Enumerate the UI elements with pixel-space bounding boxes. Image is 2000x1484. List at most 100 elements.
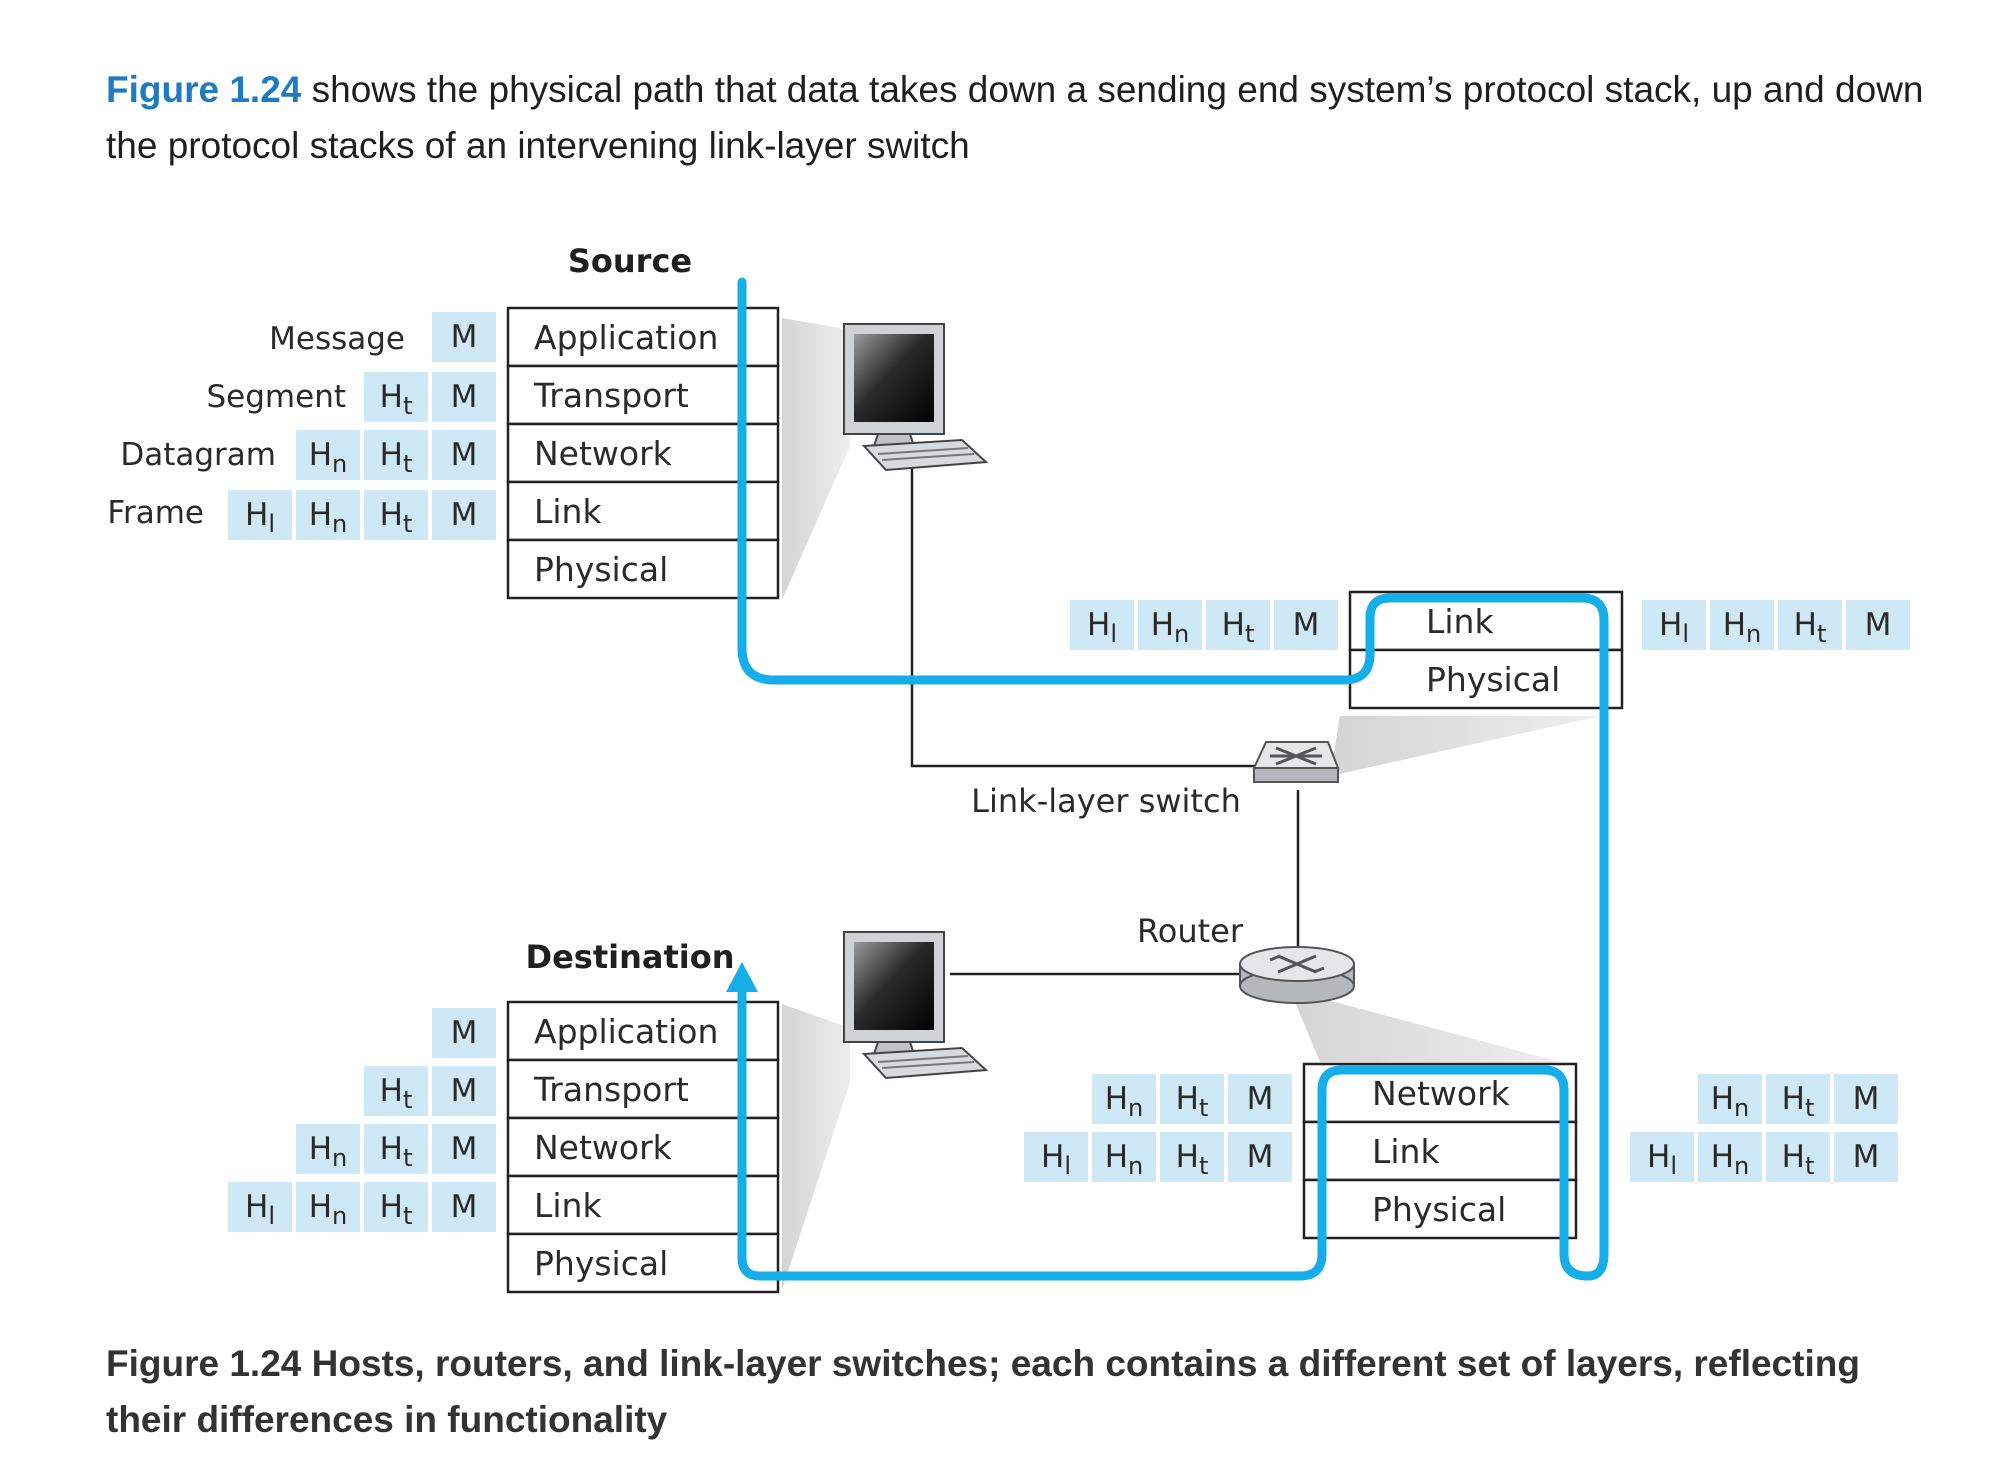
svg-text:M: M	[1293, 607, 1320, 643]
transport-header-cell: Ht	[1766, 1074, 1830, 1124]
layer-label-application: Application	[534, 1012, 718, 1051]
message-cell: M	[1228, 1074, 1292, 1124]
link-header-cell: Hl	[228, 490, 292, 540]
source-title: Source	[568, 242, 692, 280]
svg-text:Hn: Hn	[1151, 607, 1190, 648]
destination-protocol-stack: Destination Application Transport Networ…	[506, 938, 780, 1294]
svg-text:M: M	[451, 1189, 478, 1225]
network-header-cell: Hn	[1092, 1132, 1156, 1182]
transport-header-cell: Ht	[364, 1124, 428, 1174]
message-cell: M	[432, 1182, 496, 1232]
layer-label-physical: Physical	[1372, 1190, 1506, 1229]
link-header-cell: Hl	[1642, 600, 1706, 650]
layer-label-network: Network	[534, 434, 673, 473]
svg-text:Hn: Hn	[309, 437, 348, 478]
svg-text:M: M	[451, 1131, 478, 1167]
message-cell: M	[432, 1124, 496, 1174]
svg-text:Hn: Hn	[309, 497, 348, 538]
link-header-cell: Hl	[228, 1182, 292, 1232]
router-label: Router	[1137, 912, 1244, 950]
computer-icon	[843, 323, 989, 472]
pdu-label-message: Message	[269, 321, 405, 357]
transport-header-cell: Ht	[364, 490, 428, 540]
svg-text:Hn: Hn	[1723, 607, 1762, 648]
svg-text:M: M	[1247, 1081, 1274, 1117]
svg-text:Hn: Hn	[1711, 1139, 1750, 1180]
switch-label: Link-layer switch	[971, 782, 1241, 820]
pdu-labels: Message Segment Datagram Frame	[107, 321, 405, 531]
layer-label-physical: Physical	[534, 550, 668, 589]
svg-text:M: M	[1865, 607, 1892, 643]
network-header-cell: Hn	[296, 1124, 360, 1174]
message-cell: M	[432, 430, 496, 480]
layer-label-link: Link	[1426, 602, 1494, 641]
network-header-cell: Hn	[296, 490, 360, 540]
svg-text:Ht: Ht	[1794, 607, 1827, 648]
network-header-cell: Hn	[1698, 1074, 1762, 1124]
svg-text:Ht: Ht	[1176, 1081, 1209, 1122]
transport-header-cell: Ht	[364, 430, 428, 480]
svg-text:Ht: Ht	[1782, 1081, 1815, 1122]
switch-icon	[1252, 741, 1340, 783]
destination-title: Destination	[526, 938, 735, 976]
network-header-cell: Hn	[1092, 1074, 1156, 1124]
pdu-label-segment: Segment	[207, 379, 347, 415]
network-header-cell: Hn	[1698, 1132, 1762, 1182]
network-header-cell: Hn	[1138, 600, 1202, 650]
layer-label-transport: Transport	[533, 1070, 689, 1109]
svg-text:Hn: Hn	[309, 1131, 348, 1172]
layer-box-link	[506, 480, 780, 542]
svg-text:Ht: Ht	[380, 1131, 413, 1172]
svg-text:Hn: Hn	[309, 1189, 348, 1230]
svg-text:Ht: Ht	[380, 497, 413, 538]
layer-label-link: Link	[1372, 1132, 1440, 1171]
layer-label-physical: Physical	[534, 1244, 668, 1283]
transport-header-cell: Ht	[1206, 600, 1270, 650]
layer-box-network	[506, 422, 780, 484]
arrow-up-icon	[726, 962, 758, 992]
layer-label-network: Network	[1372, 1074, 1511, 1113]
svg-text:Hl: Hl	[1087, 607, 1117, 648]
svg-text:M: M	[1853, 1081, 1880, 1117]
svg-text:Ht: Ht	[380, 437, 413, 478]
figure-caption: Figure 1.24 Hosts, routers, and link-lay…	[106, 1343, 1860, 1440]
svg-text:Ht: Ht	[1782, 1139, 1815, 1180]
router-icon	[1239, 946, 1355, 1004]
layer-box-application	[506, 306, 780, 368]
transport-header-cell: Ht	[364, 372, 428, 422]
transport-header-cell: Ht	[1766, 1132, 1830, 1182]
svg-text:Ht: Ht	[1222, 607, 1255, 648]
pdu-label-datagram: Datagram	[120, 437, 276, 473]
svg-text:M: M	[451, 319, 478, 355]
transport-header-cell: Ht	[1160, 1074, 1224, 1124]
projection-beams	[782, 318, 1600, 1290]
intro-paragraph: Figure 1.24 shows the physical path that…	[106, 62, 1926, 174]
svg-text:Ht: Ht	[380, 1189, 413, 1230]
link-header-cell: Hl	[1024, 1132, 1088, 1182]
source-protocol-stack: Source Application Transport Network Lin…	[506, 242, 780, 600]
intro-text: shows the physical path that data takes …	[106, 69, 1924, 166]
layer-label-network: Network	[534, 1128, 673, 1167]
message-cell: M	[432, 312, 496, 362]
layer-label-link: Link	[534, 492, 602, 531]
layer-box-physical	[506, 538, 780, 600]
transport-header-cell: Ht	[364, 1182, 428, 1232]
svg-text:M: M	[1247, 1139, 1274, 1175]
router-protocol-stack: Network Link Physical	[1302, 1062, 1578, 1240]
svg-text:Hn: Hn	[1105, 1139, 1144, 1180]
transport-header-cell: Ht	[1778, 600, 1842, 650]
link-header-cell: Hl	[1630, 1132, 1694, 1182]
svg-text:Hl: Hl	[245, 1189, 275, 1230]
svg-text:Ht: Ht	[380, 1073, 413, 1114]
svg-text:M: M	[451, 1015, 478, 1051]
network-links	[910, 446, 1300, 976]
svg-text:Hn: Hn	[1711, 1081, 1750, 1122]
message-cell: M	[432, 1008, 496, 1058]
message-cell: M	[432, 372, 496, 422]
network-header-cell: Hn	[296, 1182, 360, 1232]
message-cell: M	[432, 1066, 496, 1116]
figure-reference-link[interactable]: Figure 1.24	[106, 69, 302, 110]
svg-text:Ht: Ht	[380, 379, 413, 420]
